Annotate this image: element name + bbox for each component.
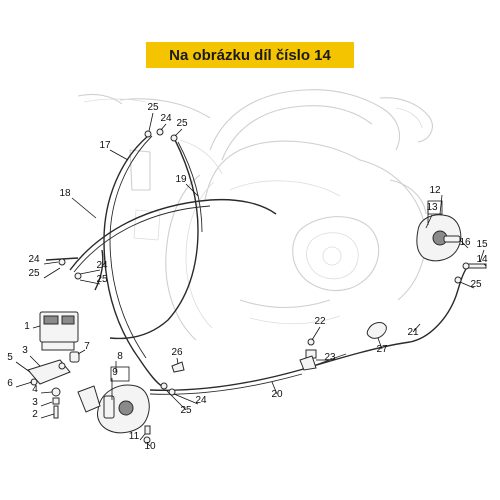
brake-lines: [45, 135, 469, 395]
leader-lines: [15, 112, 487, 447]
mounting-bracket: [27, 359, 71, 386]
title-banner: Na obrázku díl číslo 14: [146, 42, 354, 68]
bolt-stack: [51, 387, 61, 419]
callout-5: 5: [7, 352, 13, 363]
clip-7: [69, 351, 80, 363]
caliper-bolts: [143, 425, 151, 444]
group-brackets: [110, 200, 443, 400]
callout-19: 19: [175, 174, 187, 185]
callout-16: 16: [459, 237, 471, 248]
callout-25: 25: [470, 279, 482, 290]
callout-25: 25: [176, 118, 188, 129]
cable-21: [409, 265, 469, 343]
abs-control-unit: [39, 311, 79, 351]
callout-4: 4: [32, 384, 38, 395]
callout-25: 25: [147, 102, 159, 113]
callout-13: 13: [426, 202, 438, 213]
clip-26: [171, 361, 185, 373]
rear-brake-caliper: [416, 214, 462, 262]
callout-20: 20: [271, 389, 283, 400]
callout-25: 25: [180, 405, 192, 416]
hose-19: [109, 139, 199, 340]
grommet-27: [366, 322, 387, 339]
hose-18: [69, 198, 277, 271]
parts: [27, 128, 487, 444]
callout-7: 7: [84, 341, 90, 352]
banner-text: Na obrázku díl číslo 14: [169, 46, 331, 64]
callout-14: 14: [476, 254, 488, 265]
callout-26: 26: [171, 347, 183, 358]
callout-24: 24: [96, 260, 108, 271]
callout-6: 6: [7, 378, 13, 389]
scooter-frame-outline: [77, 89, 433, 341]
callout-27: 27: [376, 344, 388, 355]
hose-fittings: [58, 128, 462, 396]
callout-24: 24: [160, 113, 172, 124]
callout-2: 2: [32, 409, 38, 420]
callout-22: 22: [314, 316, 326, 327]
callout-3: 3: [22, 345, 28, 356]
hose-17: [103, 135, 166, 389]
callout-1: 1: [24, 321, 30, 332]
callout-25: 25: [28, 268, 40, 279]
callout-21: 21: [407, 327, 419, 338]
callout-15: 15: [476, 239, 488, 250]
callout-3: 3: [32, 397, 38, 408]
callout-25: 25: [96, 274, 108, 285]
callout-17: 17: [99, 140, 111, 151]
callout-23: 23: [324, 352, 336, 363]
callout-24: 24: [28, 254, 40, 265]
callout-10: 10: [144, 441, 156, 452]
callout-9: 9: [112, 367, 118, 378]
brake-caliper: [77, 384, 150, 434]
callout-12: 12: [429, 185, 441, 196]
cable-20: [149, 341, 411, 391]
callout-24: 24: [195, 395, 207, 406]
callout-8: 8: [117, 351, 123, 362]
callout-11: 11: [129, 431, 140, 442]
junction-22-23: [299, 338, 317, 371]
callout-18: 18: [59, 188, 71, 199]
